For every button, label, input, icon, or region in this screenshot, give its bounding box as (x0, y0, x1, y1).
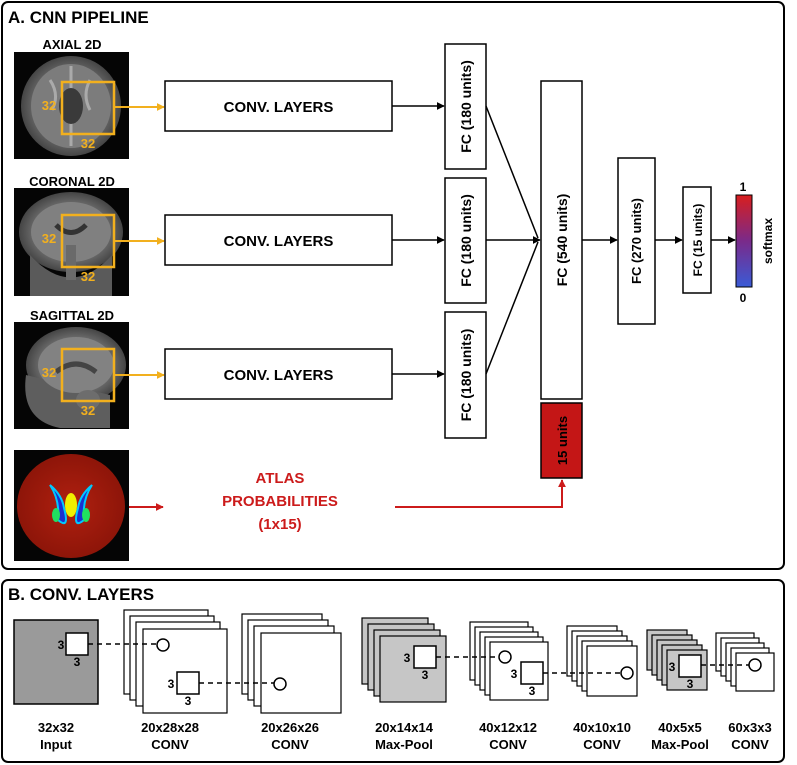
fc270-box (617, 157, 656, 325)
stage-size-label: 40x10x10 (573, 720, 631, 735)
coronal-patch-width: 32 (81, 269, 95, 284)
conv4-output-unit (620, 666, 634, 680)
atlas-line2: PROBABILITIES (222, 493, 338, 510)
stage-size-label: 32x32 (38, 720, 74, 735)
input-kernel-w: 3 (74, 655, 81, 669)
conv3-kernel-h: 3 (511, 667, 518, 681)
coronal-patch-height: 32 (42, 231, 56, 246)
sagittal-fc180-label: FC (180 units) (458, 329, 474, 422)
conv2-output-unit (273, 677, 287, 691)
fc15-label: FC (15 units) (691, 204, 705, 277)
conv2-stack (241, 613, 342, 714)
stage-size-label: 20x26x26 (261, 720, 319, 735)
fc15-box (682, 186, 712, 294)
coronal-conv-box (164, 214, 393, 266)
sagittal-mri-image (14, 322, 129, 429)
stage-type-label: Input (40, 737, 72, 752)
sagittal-fc180-box (444, 311, 487, 439)
conv1-stack (123, 609, 228, 714)
sagittal-patch-height: 32 (42, 365, 56, 380)
sagittal-merge-line (485, 241, 539, 375)
stage-size-label: 40x5x5 (658, 720, 701, 735)
sagittal-label: SAGITTAL 2D (30, 308, 114, 323)
stage-size-label: 20x28x28 (141, 720, 199, 735)
sagittal-conv-label: CONV. LAYERS (224, 367, 334, 384)
axial-fc180-box (444, 43, 487, 170)
conv1-kernel-h: 3 (168, 677, 175, 691)
axial-mri-image (14, 52, 129, 159)
stage-type-label: CONV (271, 737, 309, 752)
axial-patch-width: 32 (81, 136, 95, 151)
input-kernel-h: 3 (58, 638, 65, 652)
coronal-fc180-label: FC (180 units) (458, 194, 474, 287)
stage-type-label: CONV (151, 737, 189, 752)
stage-type-label: Max-Pool (375, 737, 433, 752)
conv5-output-unit (748, 658, 762, 672)
stage-type-label: CONV (583, 737, 621, 752)
conv3-kernel (520, 661, 544, 685)
conv3-output-unit (498, 650, 512, 664)
axial-conv-label: CONV. LAYERS (224, 99, 334, 116)
atlas-units-box (540, 402, 583, 479)
pool1-kernel (413, 645, 437, 669)
softmax-colorbar (735, 194, 753, 288)
conv3-kernel-w: 3 (529, 684, 536, 698)
axial-fc180-label: FC (180 units) (458, 60, 474, 153)
pool2-kernel-h: 3 (669, 660, 676, 674)
coronal-conv-label: CONV. LAYERS (224, 233, 334, 250)
atlas-units-label: 15 units (555, 416, 570, 465)
conv1-output-unit (156, 638, 170, 652)
stage-type-label: CONV (489, 737, 527, 752)
axial-label: AXIAL 2D (43, 37, 102, 52)
softmax-label: softmax (761, 218, 775, 264)
atlas-line3: (1x15) (258, 516, 301, 533)
softmax-max-label: 1 (740, 180, 747, 194)
stage-size-label: 20x14x14 (375, 720, 434, 735)
conv3-stack (469, 621, 549, 701)
stage-type-label: CONV (731, 737, 769, 752)
atlas-line1: ATLAS (256, 470, 305, 487)
pool2-kernel-w: 3 (687, 677, 694, 691)
fc540-box (540, 80, 583, 400)
sagittal-patch-width: 32 (81, 403, 95, 418)
pool1-kernel-h: 3 (404, 651, 411, 665)
stage-size-label: 60x3x3 (728, 720, 771, 735)
axial-patch-height: 32 (42, 98, 56, 113)
stage-size-label: 40x12x12 (479, 720, 537, 735)
softmax-min-label: 0 (740, 291, 747, 305)
conv1-kernel-w: 3 (185, 694, 192, 708)
input-kernel (65, 632, 89, 656)
stage-type-label: Max-Pool (651, 737, 709, 752)
axial-merge-line (485, 105, 539, 239)
panel-a-frame (1, 1, 785, 570)
atlas-to-units-arrow (395, 479, 566, 508)
atlas-probability-image (14, 450, 129, 561)
pool2-kernel (678, 654, 702, 678)
fc270-label: FC (270 units) (629, 198, 644, 284)
coronal-mri-image (14, 188, 129, 296)
conv4-stack (566, 625, 638, 697)
coronal-label: CORONAL 2D (29, 174, 115, 189)
pool1-kernel-w: 3 (422, 668, 429, 682)
fc540-label: FC (540 units) (554, 194, 570, 287)
sagittal-conv-box (164, 348, 393, 400)
panel-a-title: A. CNN PIPELINE (8, 8, 149, 27)
conv1-kernel (176, 671, 200, 695)
panel-b-title: B. CONV. LAYERS (8, 585, 154, 604)
axial-conv-box (164, 80, 393, 132)
